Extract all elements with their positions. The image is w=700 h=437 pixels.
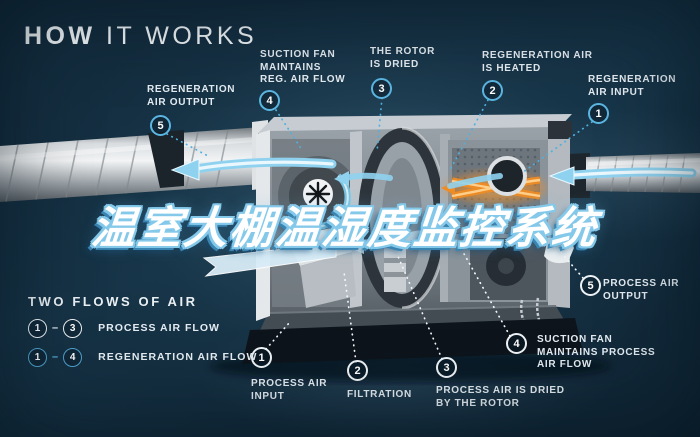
callout-label-process-air-dried: PROCESS AIR IS DRIED BY THE ROTOR xyxy=(436,385,565,409)
process-air-ribbon xyxy=(202,242,337,277)
callout-circle-process-3: 3 xyxy=(436,357,457,378)
callout-label-regeneration-air-input: REGENERATION AIR INPUT xyxy=(588,74,677,98)
legend-circle-to-process: 3 xyxy=(63,318,83,338)
callout-label-rotor-dried: THE ROTOR IS DRIED xyxy=(370,46,436,70)
legend-row-process: 1 – 3 PROCESS AIR FLOW xyxy=(28,318,257,338)
callout-label-suction-fan-process: SUCTION FAN MAINTAINS PROCESS AIR FLOW xyxy=(537,334,656,370)
callout-label-suction-fan-reg: SUCTION FAN MAINTAINS REG. AIR FLOW xyxy=(260,49,346,85)
callout-circle-regeneration-3: 3 xyxy=(371,78,392,99)
legend-circle-to-regeneration: 4 xyxy=(63,347,83,367)
callout-label-regeneration-air-output: REGENERATION AIR OUTPUT xyxy=(147,84,236,108)
callout-label-regeneration-air-heated: REGENERATION AIR IS HEATED xyxy=(482,50,593,74)
duct-cutaway-notch xyxy=(148,130,184,188)
legend-circle-from-process: 1 xyxy=(28,318,47,338)
regeneration-fan-impeller xyxy=(303,179,333,209)
airflow-arrows xyxy=(170,157,697,277)
title-bold: HOW xyxy=(24,22,96,50)
legend-two-flows: TWO FLOWS OF AIR 1 – 3 PROCESS AIR FLOW … xyxy=(28,294,257,367)
process-output-elbow xyxy=(544,237,574,264)
callout-circle-regeneration-5: 5 xyxy=(150,115,171,136)
legend-circle-from-regeneration: 1 xyxy=(28,347,47,367)
callout-label-process-air-input: PROCESS AIR INPUT xyxy=(251,378,328,402)
legend-dash-regeneration: – xyxy=(52,351,59,363)
callout-label-process-air-output: PROCESS AIR OUTPUT xyxy=(603,278,680,302)
callout-circle-process-2: 2 xyxy=(347,360,368,381)
callout-circle-regeneration-1: 1 xyxy=(588,103,609,124)
cabinet-base xyxy=(242,318,583,364)
title-light: IT WORKS xyxy=(95,22,258,50)
legend-heading: TWO FLOWS OF AIR xyxy=(28,294,198,309)
legend-row-regeneration: 1 – 4 REGENERATION AIR FLOW xyxy=(28,347,257,367)
callout-circle-process-5: 5 xyxy=(580,275,601,296)
legend-label-process: PROCESS AIR FLOW xyxy=(98,322,220,334)
callout-label-filtration: FILTRATION xyxy=(347,389,412,400)
chinese-watermark: 温室大棚温湿度监控系统 xyxy=(89,204,600,253)
page-title: HOW IT WORKS xyxy=(24,22,257,51)
callout-circle-regeneration-2: 2 xyxy=(482,80,503,101)
legend-dash-process: – xyxy=(52,322,59,334)
callout-circle-process-1: 1 xyxy=(251,347,272,368)
cabinet-left-frame xyxy=(256,130,270,321)
leader-lines-process xyxy=(265,249,584,363)
callout-circle-regeneration-4: 4 xyxy=(259,90,280,111)
callout-circle-process-4: 4 xyxy=(506,333,527,354)
leader-lines-regeneration xyxy=(166,97,593,174)
legend-label-regeneration: REGENERATION AIR FLOW xyxy=(98,351,258,363)
